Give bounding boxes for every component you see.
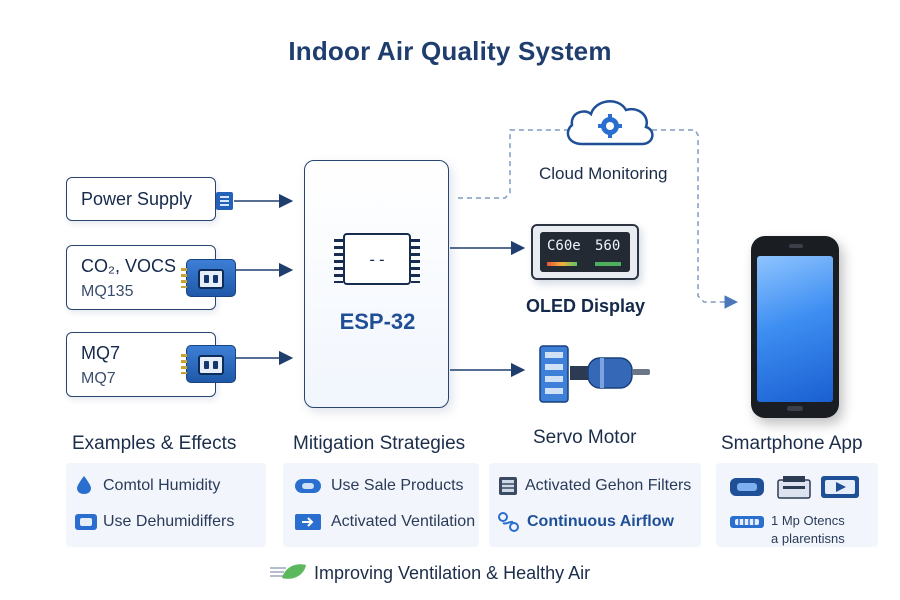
filter-item-2: Continuous Airflow [527, 513, 674, 530]
servo-motor-icon [539, 345, 650, 403]
example-item-1: Comtol Humidity [103, 477, 221, 494]
power-connector-icon [216, 192, 233, 210]
mitigation-item-2: Activated Ventilation [331, 513, 476, 530]
dehumidifier-icon [75, 514, 97, 530]
mq7-sensor-icon [181, 345, 236, 383]
oled-display-icon: C60e 560 [531, 224, 639, 280]
oled-left-reading: C60e [547, 238, 581, 254]
co2-voc-label: CO₂, VOCS [81, 256, 177, 276]
mq7-label: MQ7 [81, 343, 121, 363]
mq135-sensor-icon [181, 259, 236, 297]
app-play-icon [821, 476, 859, 498]
chip-text: -- [367, 250, 387, 269]
footer-tagline: Improving Ventilation & Healthy Air [314, 563, 591, 583]
water-drop-icon [77, 476, 91, 494]
oled-right-reading: 560 [595, 238, 621, 254]
mitigation-item-1: Use Sale Products [331, 477, 464, 494]
diagram-title: Indoor Air Quality System [288, 36, 612, 66]
microcontroller-chip-icon: -- [334, 233, 420, 285]
examples-effects-heading: Examples & Effects [72, 433, 237, 454]
esp32-controller-box: -- ESP-32 [304, 160, 449, 408]
cloud-dashed-link [458, 129, 572, 199]
smartphone-icon [751, 236, 839, 418]
filter-icon [499, 477, 517, 495]
power-supply-box: Power Supply [66, 177, 216, 221]
cloud-monitoring-label: Cloud Monitoring [539, 164, 668, 183]
examples-panel [66, 463, 266, 547]
mq7-sublabel: MQ7 [81, 370, 116, 387]
smartphone-app-label: Smartphone App [721, 433, 863, 454]
app-router-icon [730, 516, 764, 528]
mitigation-strategies-heading: Mitigation Strategies [293, 433, 466, 454]
mitigation-panel [283, 463, 479, 547]
airflow-icon [498, 512, 519, 532]
servo-motor-label: Servo Motor [533, 427, 637, 448]
filters-panel [489, 463, 701, 547]
ventilation-icon [295, 514, 321, 530]
app-text-line-1: 1 Mp Otencs [771, 513, 845, 528]
app-toggle-icon [730, 478, 764, 496]
leaf-icon [270, 564, 306, 579]
example-item-2: Use Dehumidiffers [103, 513, 235, 530]
power-supply-label: Power Supply [81, 189, 193, 209]
cloud-icon [566, 100, 654, 146]
safe-product-icon [295, 479, 321, 493]
app-text-line-2: a plarentisns [771, 531, 845, 546]
app-printer-icon [777, 476, 811, 499]
esp32-label: ESP-32 [339, 309, 416, 334]
mq135-label: MQ135 [81, 283, 134, 300]
phone-dashed-link [652, 129, 738, 309]
filter-item-1: Activated Gehon Filters [525, 477, 692, 494]
oled-display-label: OLED Display [526, 296, 646, 316]
